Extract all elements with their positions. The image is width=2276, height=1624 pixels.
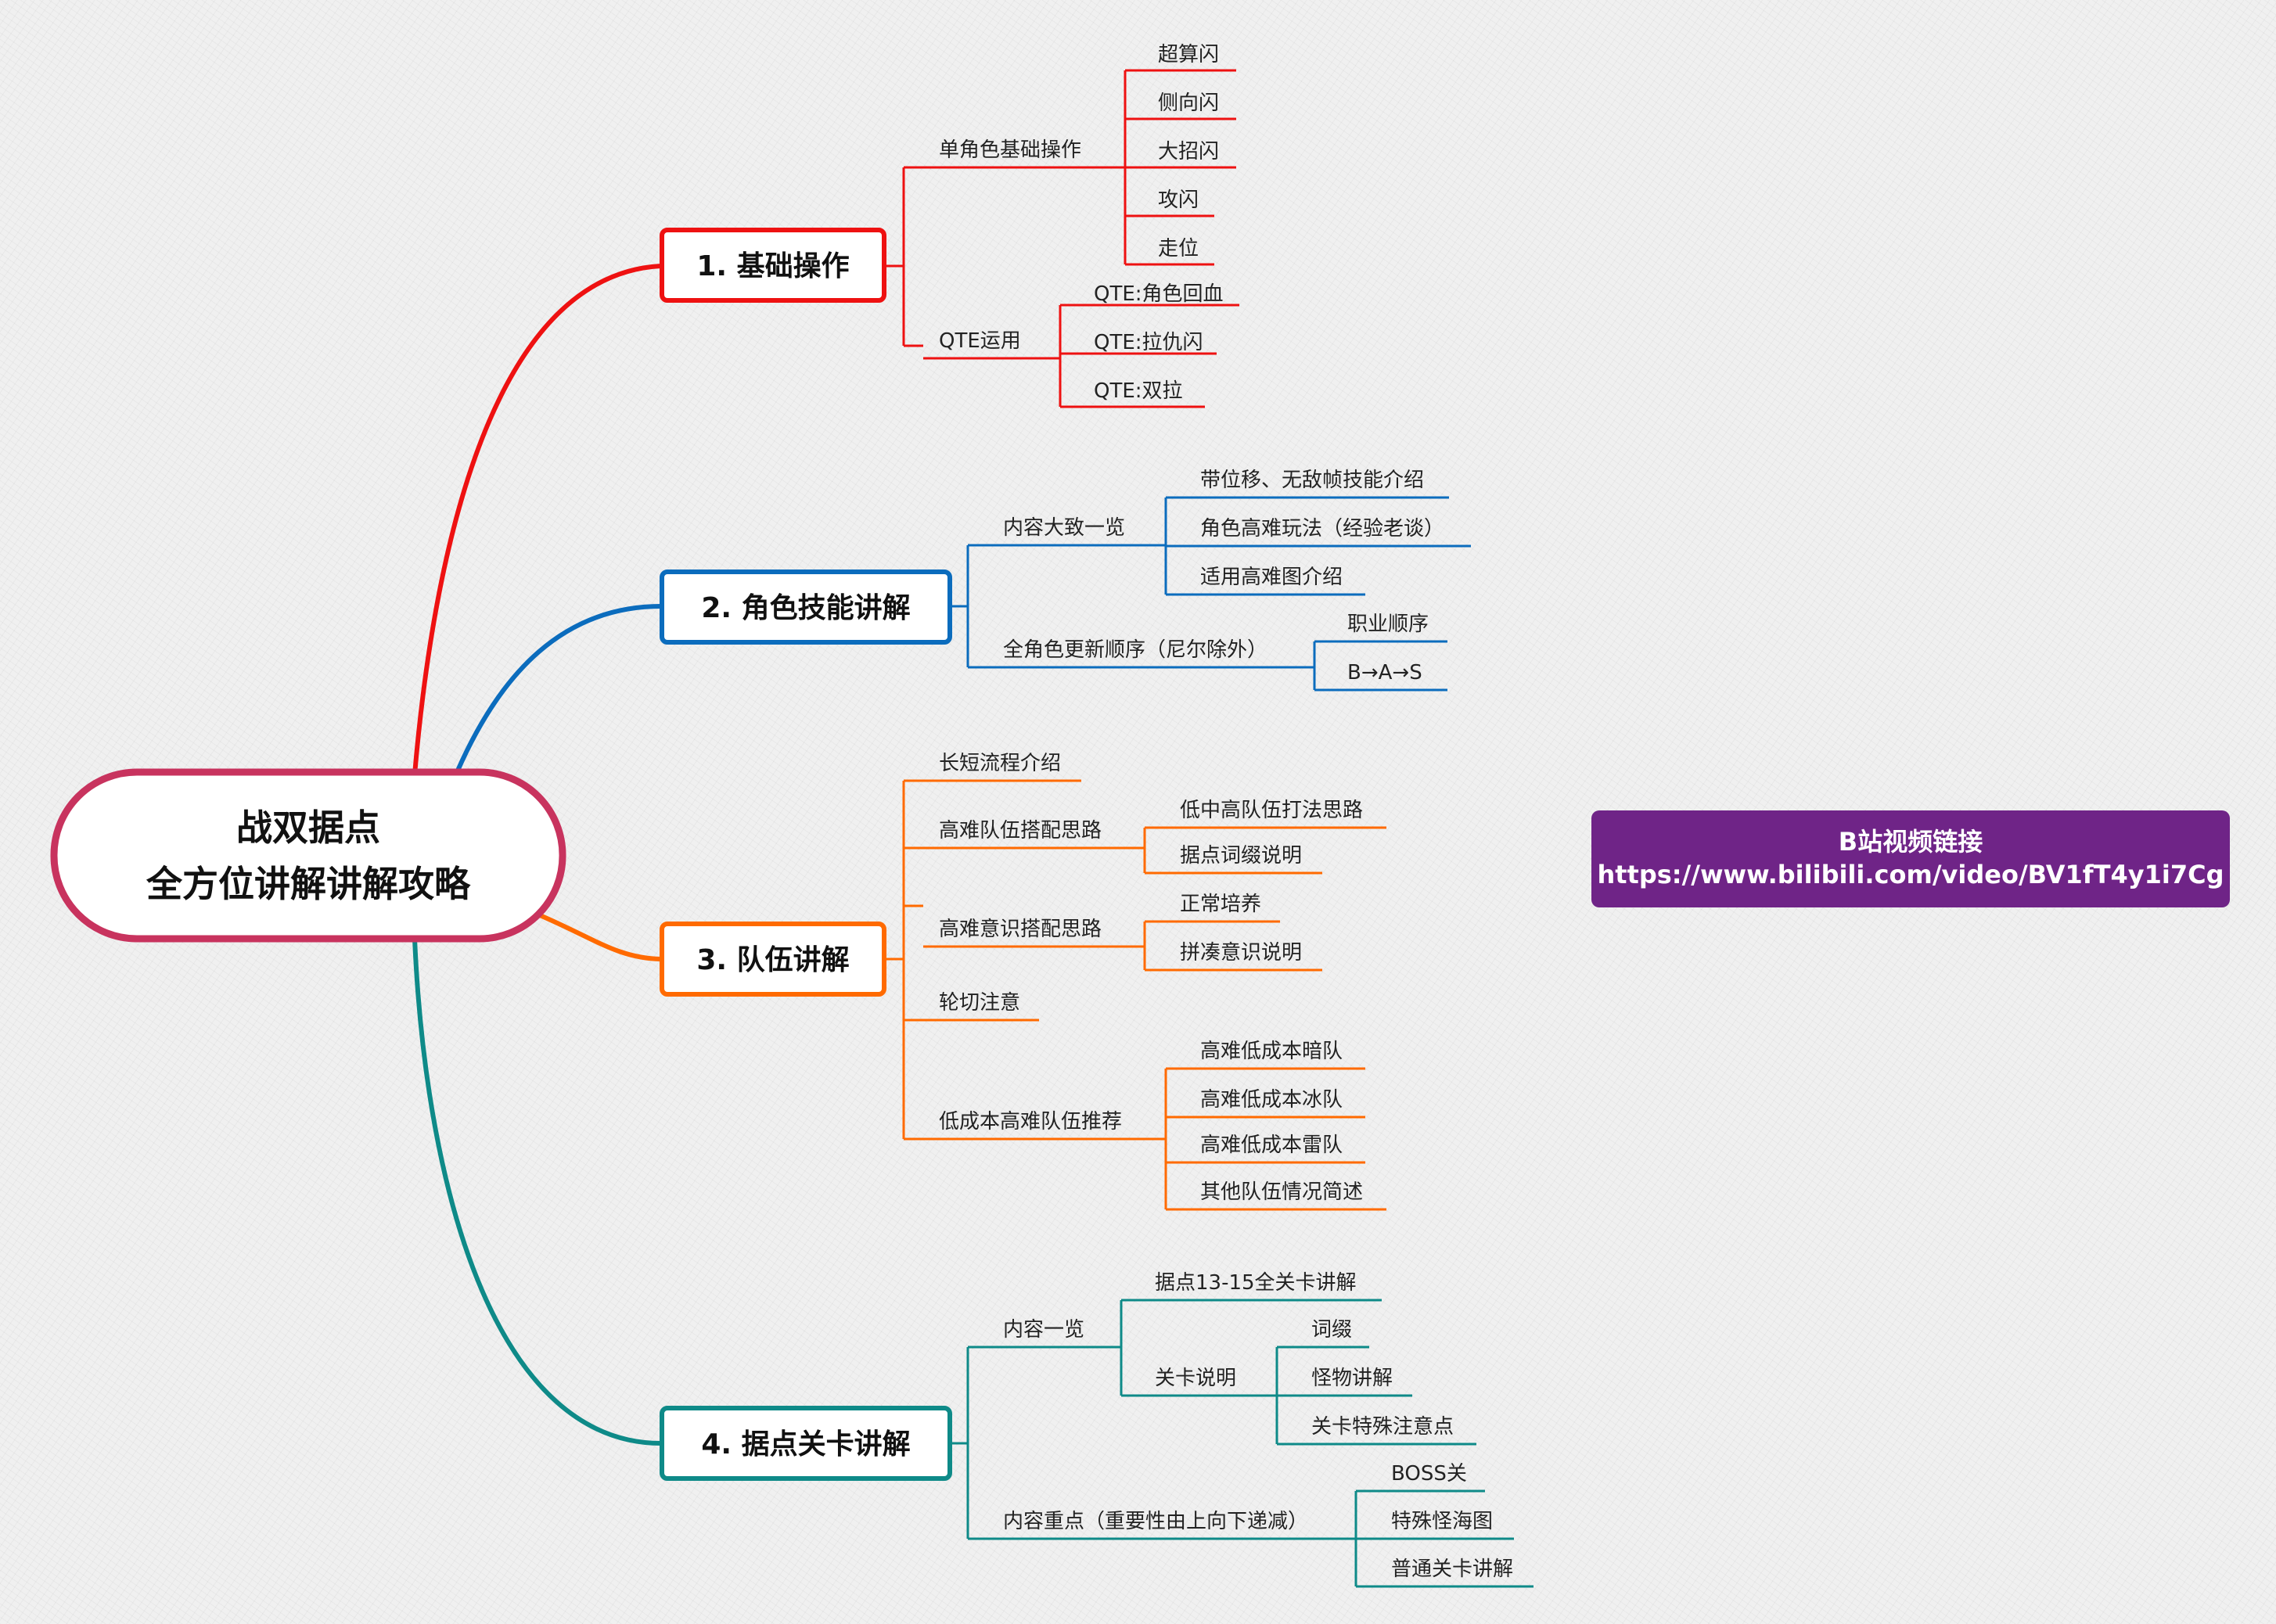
branch-1: 单角色基础操作 超算闪 侧向闪 大招闪 攻闪 走位 QTE运用 QTE:角色回血… [660,43,1239,408]
b1-c2-item-2: QTE:拉仇闪 [1094,331,1203,354]
video-link-url[interactable]: https://www.bilibili.com/video/BV1fT4y1i… [1597,860,2224,889]
branch-4-node[interactable] [660,1406,952,1481]
b1-c2-item-1: QTE:角色回血 [1094,282,1224,306]
branch-3: 长短流程介绍 高难队伍搭配思路 低中高队伍打法思路 据点词缀说明 高难意识搭配思… [660,752,1386,1211]
b2-c2-label: 全角色更新顺序（尼尔除外） [1003,638,1267,662]
branch-4: 内容一览 据点13-15全关卡讲解 关卡说明 词缀 怪物讲解 关卡特殊注意点 内… [660,1271,1534,1588]
b2-c2-item-1: 职业顺序 [1347,613,1429,636]
b4-c1-g2-item-3: 关卡特殊注意点 [1311,1415,1454,1439]
b3-c2-item-1: 低中高队伍打法思路 [1180,799,1363,822]
b3-c5-item-2: 高难低成本冰队 [1200,1088,1343,1112]
b1-c1-item-3: 大招闪 [1158,140,1219,163]
b1-c2-label: QTE运用 [939,329,1021,353]
b2-c1-label: 内容大致一览 [1003,516,1125,540]
b3-c5-label: 低成本高难队伍推荐 [939,1110,1122,1134]
branch-1-node[interactable] [660,228,886,303]
b3-c2-item-2: 据点词缀说明 [1180,844,1302,868]
b4-c1-label: 内容一览 [1003,1318,1084,1342]
b1-c1-item-5: 走位 [1158,237,1199,260]
b1-c1-item-4: 攻闪 [1158,189,1199,212]
b3-c3-label: 高难意识搭配思路 [939,918,1102,941]
b2-c1-item-1: 带位移、无敌帧技能介绍 [1200,469,1424,492]
b3-c5-item-4: 其他队伍情况简述 [1200,1180,1363,1204]
branch-4-title: 4. 据点关卡讲解 [701,1428,910,1461]
b3-c3-item-1: 正常培养 [1180,893,1261,916]
b3-c5-item-1: 高难低成本暗队 [1200,1040,1343,1063]
video-link-box[interactable]: B站视频链接 https://www.bilibili.com/video/BV… [1591,810,2230,907]
b1-c1-label: 单角色基础操作 [939,138,1081,162]
b3-c5-item-3: 高难低成本雷队 [1200,1134,1343,1157]
b4-c1-g1: 据点13-15全关卡讲解 [1155,1271,1357,1295]
b2-c1-item-3: 适用高难图介绍 [1200,566,1343,589]
center-node[interactable]: 战双据点 全方位讲解讲解攻略 [50,768,566,943]
branch-2-title: 2. 角色技能讲解 [701,592,910,624]
b4-c1-g2-label: 关卡说明 [1155,1367,1236,1390]
branch-2: 内容大致一览 带位移、无敌帧技能介绍 角色高难玩法（经验老谈） 适用高难图介绍 … [660,469,1471,692]
connector-b1 [412,264,662,775]
b3-c2-label: 高难队伍搭配思路 [939,819,1102,843]
b2-c1-item-2: 角色高难玩法（经验老谈） [1200,517,1444,541]
branch-3-title: 3. 队伍讲解 [696,944,849,976]
video-link-title: B站视频链接 [1838,827,1983,857]
connector-b4 [412,938,662,1446]
b4-c2-item-1: BOSS关 [1391,1462,1467,1486]
center-title-line2: 全方位讲解讲解攻略 [146,863,471,905]
b4-c1-g2-item-2: 怪物讲解 [1311,1367,1393,1390]
b1-c1-item-1: 超算闪 [1158,43,1219,66]
center-node-box[interactable] [50,768,566,943]
b3-c4-label: 轮切注意 [939,991,1020,1015]
b4-c1-g2-item-1: 词缀 [1311,1318,1352,1342]
b1-c2-item-3: QTE:双拉 [1094,379,1183,403]
b4-c2-item-3: 普通关卡讲解 [1391,1558,1513,1581]
connector-b2 [455,604,662,772]
b2-c2-item-2: B→A→S [1347,661,1422,684]
b3-c1-label: 长短流程介绍 [939,752,1061,775]
branch-1-title: 1. 基础操作 [696,250,849,282]
b1-c1-item-2: 侧向闪 [1158,92,1219,115]
connector-b3 [538,913,662,961]
b4-c2-label: 内容重点（重要性由上向下递减） [1003,1510,1308,1533]
branch-2-node[interactable] [660,569,952,645]
b4-c2-item-2: 特殊怪海图 [1391,1510,1493,1533]
b3-c3-item-2: 拼凑意识说明 [1180,941,1302,965]
center-title-line1: 战双据点 [236,807,380,849]
branch-3-node[interactable] [660,922,886,997]
